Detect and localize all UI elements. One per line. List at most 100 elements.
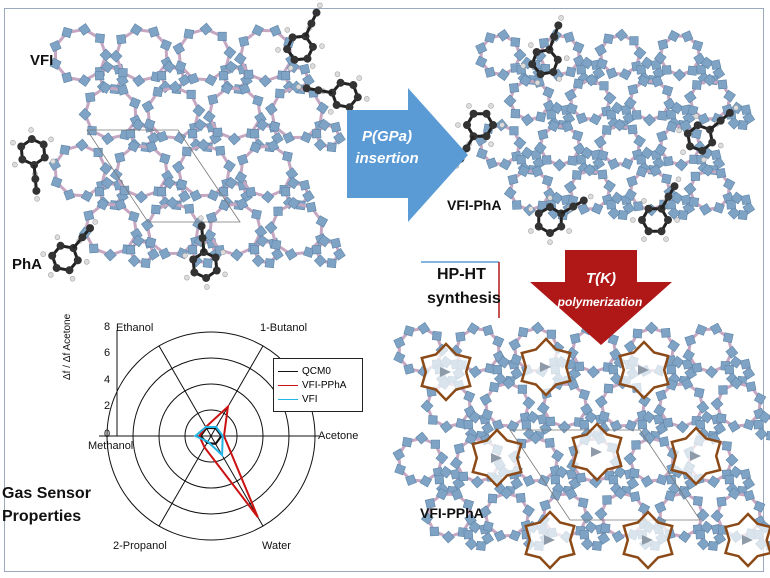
framework-tetrahedron <box>230 248 244 262</box>
framework-tetrahedron <box>541 174 554 187</box>
framework-tetrahedron <box>311 128 322 139</box>
pha-molecule <box>10 127 56 202</box>
framework-tetrahedron <box>302 73 315 87</box>
framework-tetrahedron <box>655 389 667 402</box>
hydrogen-atom <box>630 217 636 223</box>
hydrogen-atom <box>676 127 682 134</box>
hydrogen-atom <box>319 43 325 49</box>
framework-tetrahedron <box>607 157 620 171</box>
framework-tetrahedron <box>515 492 526 503</box>
carbon-atom <box>637 215 646 224</box>
framework-tetrahedron <box>249 128 260 139</box>
framework-tetrahedron <box>98 81 112 94</box>
framework-tetrahedron <box>476 147 488 160</box>
framework-tetrahedron <box>193 118 207 132</box>
framework-tetrahedron <box>545 416 556 427</box>
framework-tetrahedron <box>633 134 646 148</box>
framework-tetrahedron <box>392 448 405 461</box>
framework-tetrahedron <box>220 82 233 95</box>
framework-tetrahedron <box>656 473 668 486</box>
carbon-atom <box>708 138 717 147</box>
framework-tetrahedron <box>710 509 724 523</box>
framework-tetrahedron <box>536 401 550 415</box>
framework-tetrahedron <box>743 489 755 502</box>
radar-legend: QCM0 VFI-PPhA VFI <box>273 358 363 412</box>
insertion-arrow-title: P(GPa) <box>361 128 412 145</box>
framework-tetrahedron <box>725 345 739 359</box>
framework-tetrahedron <box>181 146 192 157</box>
framework-tetrahedron <box>703 73 717 87</box>
framework-tetrahedron <box>492 419 504 431</box>
framework-tetrahedron <box>449 456 463 470</box>
framework-tetrahedron <box>576 64 587 75</box>
legend-item-vfi: VFI <box>278 393 318 405</box>
framework-tetrahedron <box>458 471 469 482</box>
carbon-atom <box>212 266 221 275</box>
carbon-atom <box>290 55 299 64</box>
framework-tetrahedron <box>475 55 488 68</box>
framework-tetrahedron <box>255 234 269 248</box>
framework-tetrahedron <box>305 201 317 213</box>
polymer-core <box>591 447 602 457</box>
unit-cell-outline <box>86 129 241 223</box>
framework-tetrahedron <box>147 247 160 261</box>
hydrogen-atom <box>488 141 494 147</box>
framework-tetrahedron <box>627 124 638 135</box>
framework-tetrahedron <box>487 493 498 504</box>
carbon-atom <box>550 32 559 41</box>
framework-tetrahedron <box>238 35 250 47</box>
framework-tetrahedron <box>156 186 167 197</box>
framework-tetrahedron <box>394 463 406 476</box>
framework-tetrahedron <box>236 153 249 166</box>
framework-tetrahedron <box>83 209 95 221</box>
framework-tetrahedron <box>517 326 529 338</box>
hydrogen-atom <box>547 239 553 245</box>
framework-tetrahedron <box>88 243 99 254</box>
framework-tetrahedron <box>645 321 658 335</box>
hydrogen-atom <box>641 236 647 242</box>
figure-frame <box>4 8 764 572</box>
hydrogen-atom <box>558 15 564 21</box>
framework-tetrahedron <box>488 381 500 393</box>
hydrogen-atom <box>528 228 534 234</box>
framework-tetrahedron <box>453 443 465 454</box>
carbon-atom <box>288 33 297 42</box>
framework-tetrahedron <box>608 474 619 485</box>
framework-tetrahedron <box>481 408 493 421</box>
framework-tetrahedron <box>503 186 517 200</box>
framework-tetrahedron <box>513 48 527 62</box>
framework-tetrahedron <box>463 419 474 430</box>
pha-molecules <box>10 2 739 290</box>
framework-tetrahedron <box>688 196 700 208</box>
framework-tetrahedron <box>717 79 728 90</box>
framework-tetrahedron <box>96 198 109 211</box>
framework-tetrahedron <box>531 321 545 335</box>
framework-tetrahedron <box>661 65 672 75</box>
framework-tetrahedron <box>697 112 710 126</box>
framework-tetrahedron <box>462 498 475 511</box>
framework-tetrahedron <box>61 26 73 39</box>
framework-tetrahedron <box>592 540 603 551</box>
framework-tetrahedron <box>271 239 282 250</box>
pha-molecule <box>295 71 370 119</box>
vfi-pha-framework-structure <box>474 28 756 221</box>
radial-tick-6: 6 <box>104 347 111 359</box>
framework-tetrahedron <box>710 397 724 411</box>
framework-tetrahedron <box>654 143 667 157</box>
framework-tetrahedron <box>162 60 176 74</box>
framework-tetrahedron <box>611 530 625 543</box>
framework-tetrahedron <box>596 57 608 70</box>
framework-tetrahedron <box>509 529 521 542</box>
framework-tetrahedron <box>723 89 736 103</box>
framework-tetrahedron <box>435 451 449 465</box>
polymer-chain-outlines <box>420 337 770 570</box>
framework-tetrahedron <box>94 33 105 44</box>
hydrogen-atom <box>284 27 291 33</box>
framework-tetrahedron <box>510 367 524 380</box>
framework-tetrahedron <box>696 64 707 75</box>
framework-tetrahedron <box>261 190 275 204</box>
framework-tetrahedron <box>522 474 536 487</box>
framework-tetrahedron <box>152 86 164 98</box>
carbon-atom <box>345 103 354 112</box>
framework-tetrahedron <box>508 82 520 94</box>
